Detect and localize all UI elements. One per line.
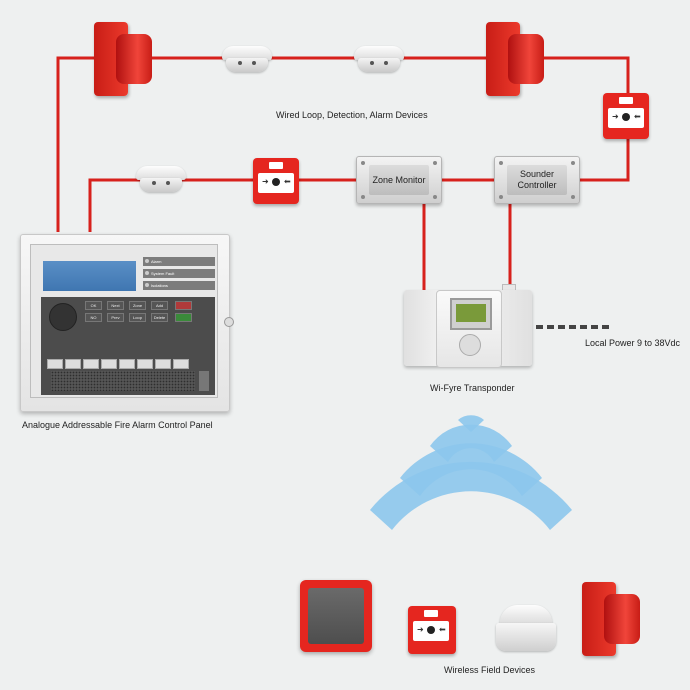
panel-key: Loop	[129, 313, 146, 322]
sounder-beacon	[486, 22, 544, 96]
transponder-display	[450, 298, 492, 330]
zone-monitor: Zone Monitor	[356, 156, 442, 204]
panel-key-red	[175, 301, 192, 310]
sounder-controller-label: Sounder Controller	[507, 165, 567, 195]
panel-key-green	[175, 313, 192, 322]
panel-function-key	[155, 359, 171, 369]
wireless-caption: Wireless Field Devices	[444, 665, 536, 675]
transponder-keypad-icon	[459, 334, 481, 356]
panel-status-fault: System Fault	[151, 271, 175, 276]
wired-loop-caption: Wired Loop, Detection, Alarm Devices	[276, 110, 428, 120]
panel-key: Next	[107, 301, 124, 310]
panel-function-key	[65, 359, 81, 369]
sounder-beacon	[94, 22, 152, 96]
panel-key: Zone	[129, 301, 146, 310]
wireless-call-point: ➜⬅	[408, 606, 456, 654]
panel-keypad: OK Next Zone Add NO Prev Loop Delete	[41, 297, 215, 395]
smoke-detector	[132, 166, 190, 194]
transponder-caption: Wi-Fyre Transponder	[430, 383, 515, 393]
wi-fyre-transponder	[404, 284, 532, 368]
panel-key: Add	[151, 301, 168, 310]
manual-call-point: ➜⬅	[603, 93, 649, 139]
panel-function-key	[173, 359, 189, 369]
panel-function-key	[47, 359, 63, 369]
wireless-sounder-beacon	[582, 582, 640, 656]
panel-function-key	[137, 359, 153, 369]
smoke-detector	[350, 46, 408, 74]
smoke-detector	[218, 46, 276, 74]
manual-call-point: ➜⬅	[253, 158, 299, 204]
panel-key: NO	[85, 313, 102, 322]
panel-status-alarm: Alarm	[151, 259, 162, 264]
sounder-controller: Sounder Controller	[494, 156, 580, 204]
panel-key: Delete	[151, 313, 168, 322]
fire-alarm-control-panel: Alarm System Fault Isolations OK Next Zo…	[20, 234, 234, 412]
panel-key: Prev	[107, 313, 124, 322]
navigation-pad-icon	[49, 303, 77, 331]
panel-lcd	[43, 261, 136, 291]
wireless-sounder	[300, 580, 372, 652]
panel-key: OK	[85, 301, 102, 310]
wireless-signal-icon	[370, 415, 572, 530]
local-power-caption: Local Power 9 to 38Vdc	[585, 338, 681, 348]
panel-lock-icon	[224, 317, 234, 327]
panel-function-key	[101, 359, 117, 369]
panel-speaker-grille	[51, 371, 195, 391]
panel-function-key	[119, 359, 135, 369]
zone-monitor-label: Zone Monitor	[369, 165, 429, 195]
panel-function-key	[83, 359, 99, 369]
panel-status-isolations: Isolations	[151, 283, 168, 288]
wireless-smoke-detector	[496, 605, 556, 653]
panel-caption: Analogue Addressable Fire Alarm Control …	[22, 420, 213, 430]
wired-loop-outer	[56, 56, 630, 232]
